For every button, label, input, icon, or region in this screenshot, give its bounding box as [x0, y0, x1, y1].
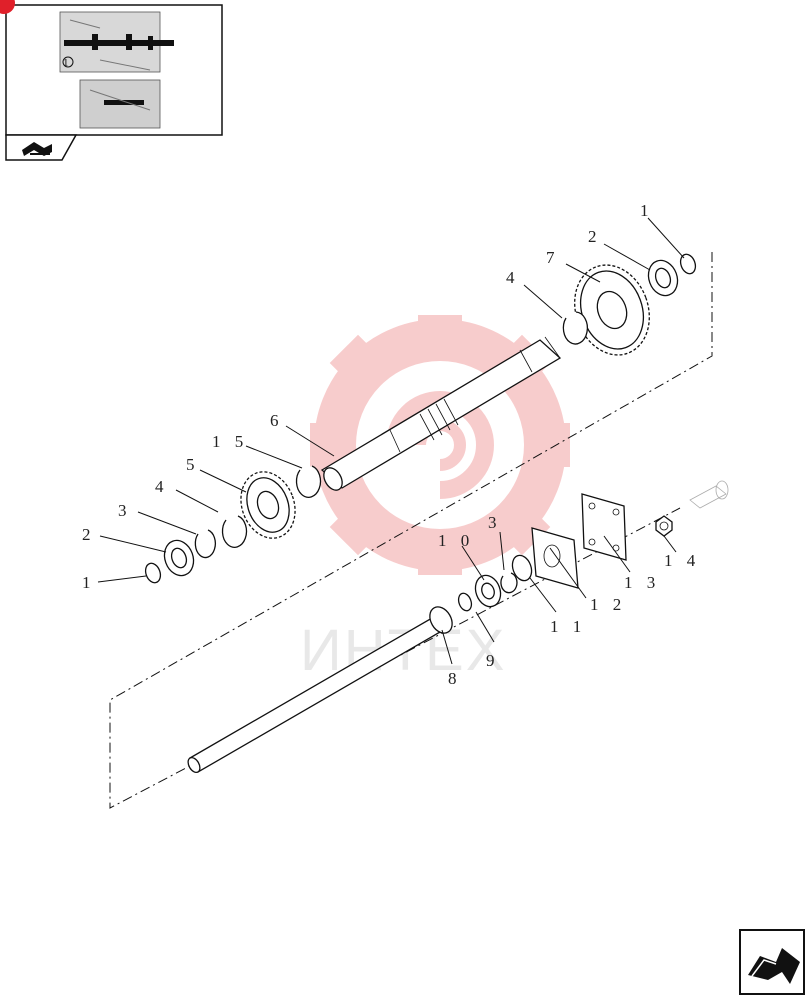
thumbnail-label: 1	[63, 57, 69, 69]
gasket-part-12	[531, 527, 579, 589]
bearing-part-10	[474, 574, 502, 608]
callout-11: 1 1	[550, 617, 586, 636]
circlip-part-15	[295, 465, 322, 498]
callout-4-lower: 4	[155, 477, 169, 496]
book-arrow-icon	[22, 142, 52, 156]
callout-12: 1 2	[590, 595, 626, 614]
circlip-part-4-upper	[562, 311, 588, 345]
bearing-part-2-lower	[163, 539, 195, 577]
ring-part-9	[457, 592, 473, 612]
gear-part-5	[240, 471, 296, 539]
thumbnail-transmission-image	[59, 11, 174, 129]
callout-3-pto: 3	[488, 513, 502, 532]
snap-ring-part-1-lower	[144, 562, 162, 584]
snap-ring-part-1-upper	[679, 253, 697, 275]
circlip-part-3-pto	[500, 572, 518, 594]
callout-7: 7	[546, 248, 560, 267]
seal-part-11	[511, 554, 533, 582]
callout-2-upper: 2	[588, 227, 602, 246]
callout-10: 1 0	[438, 531, 474, 550]
callout-9: 9	[486, 651, 500, 670]
callout-6: 6	[270, 411, 284, 430]
callout-13: 1 3	[624, 573, 660, 592]
callout-4-upper: 4	[506, 268, 520, 287]
circlip-part-3-lower	[194, 529, 216, 559]
circlip-part-4-lower	[221, 515, 248, 548]
leader-lines	[97, 217, 685, 665]
next-page-arrow-icon	[748, 948, 800, 984]
bearing-part-2-upper	[647, 259, 679, 297]
main-shaft-part-6	[320, 336, 562, 491]
callout-1-lower: 1	[82, 573, 96, 592]
callout-5: 5	[186, 455, 200, 474]
pto-shaft-part-8	[187, 606, 453, 774]
nut-part-14	[655, 515, 673, 537]
callout-1-upper: 1	[640, 201, 654, 220]
next-page-button[interactable]	[739, 929, 805, 995]
callout-15: 1 5	[212, 432, 248, 451]
cover-plate-part-13	[581, 493, 627, 561]
gear-part-7	[574, 264, 650, 356]
callout-14: 1 4	[664, 551, 700, 570]
callouts: 1 2 7 4 6 1 5 5 4 3 2 1 1 0 3 9 8 1 1 1 …	[82, 201, 700, 688]
callout-2-lower: 2	[82, 525, 96, 544]
thumbnail-panel[interactable]: 1	[0, 0, 223, 161]
callout-8: 8	[448, 669, 462, 688]
callout-3-upper: 3	[118, 501, 132, 520]
red-badge	[0, 0, 15, 14]
bolt-ghost	[689, 480, 729, 509]
